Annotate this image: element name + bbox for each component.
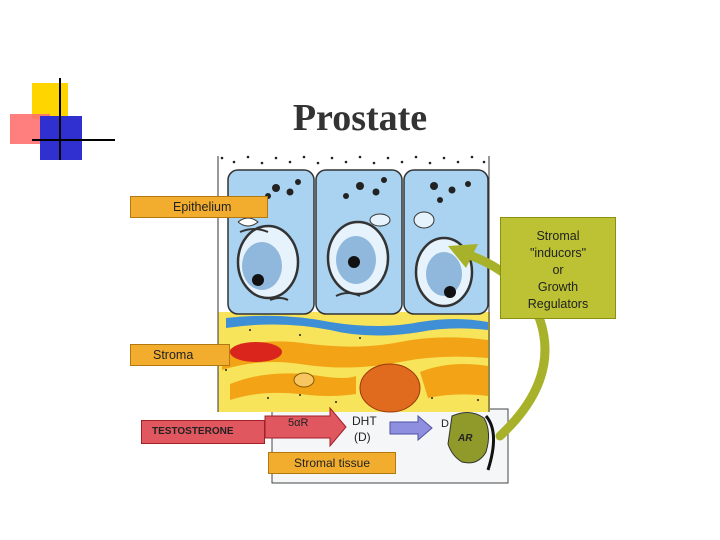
inducer-line-4: Growth [537, 280, 579, 294]
basal-cell-layer [226, 315, 488, 336]
testosterone-label: TESTOSTERONE [141, 420, 265, 444]
enzyme-label: 5αR [288, 417, 309, 429]
dht-arrow [389, 414, 433, 442]
androgen-receptor [447, 412, 490, 464]
inducer-line-1: Stromal [536, 229, 580, 243]
fibroblast-nucleus [359, 363, 421, 413]
epithelial-cell-2 [315, 169, 403, 315]
dht-label: DHT [352, 414, 377, 428]
stromal-inducers-box: Stromal "inducors" or Growth Regulators [500, 217, 616, 319]
stromal-cell-2 [230, 373, 356, 400]
inducer-line-3: or [552, 263, 564, 277]
ar-marker: AR [458, 433, 473, 444]
inducer-line-2: "inducors" [529, 246, 587, 260]
slide-title: Prostate [292, 97, 428, 139]
smooth-muscle-cell [230, 342, 282, 362]
inducer-line-5: Regulators [527, 297, 589, 311]
stromal-cell-1 [222, 337, 488, 370]
epithelial-cell-3 [403, 169, 489, 315]
testosterone-arrow [264, 406, 347, 448]
stroma-label: Stroma [130, 344, 230, 366]
d-marker: D [441, 418, 449, 430]
green-curved-arrow-icon [455, 247, 550, 441]
dht-sub-label: (D) [354, 430, 371, 444]
epithelial-cell-1 [227, 169, 315, 315]
stromal-tissue-label: Stromal tissue [268, 452, 396, 474]
corner-decoration-icon [10, 78, 120, 163]
lumen-dots [220, 155, 486, 165]
stromal-cell-3 [420, 364, 488, 398]
epithelium-label: Epithelium [130, 196, 268, 218]
